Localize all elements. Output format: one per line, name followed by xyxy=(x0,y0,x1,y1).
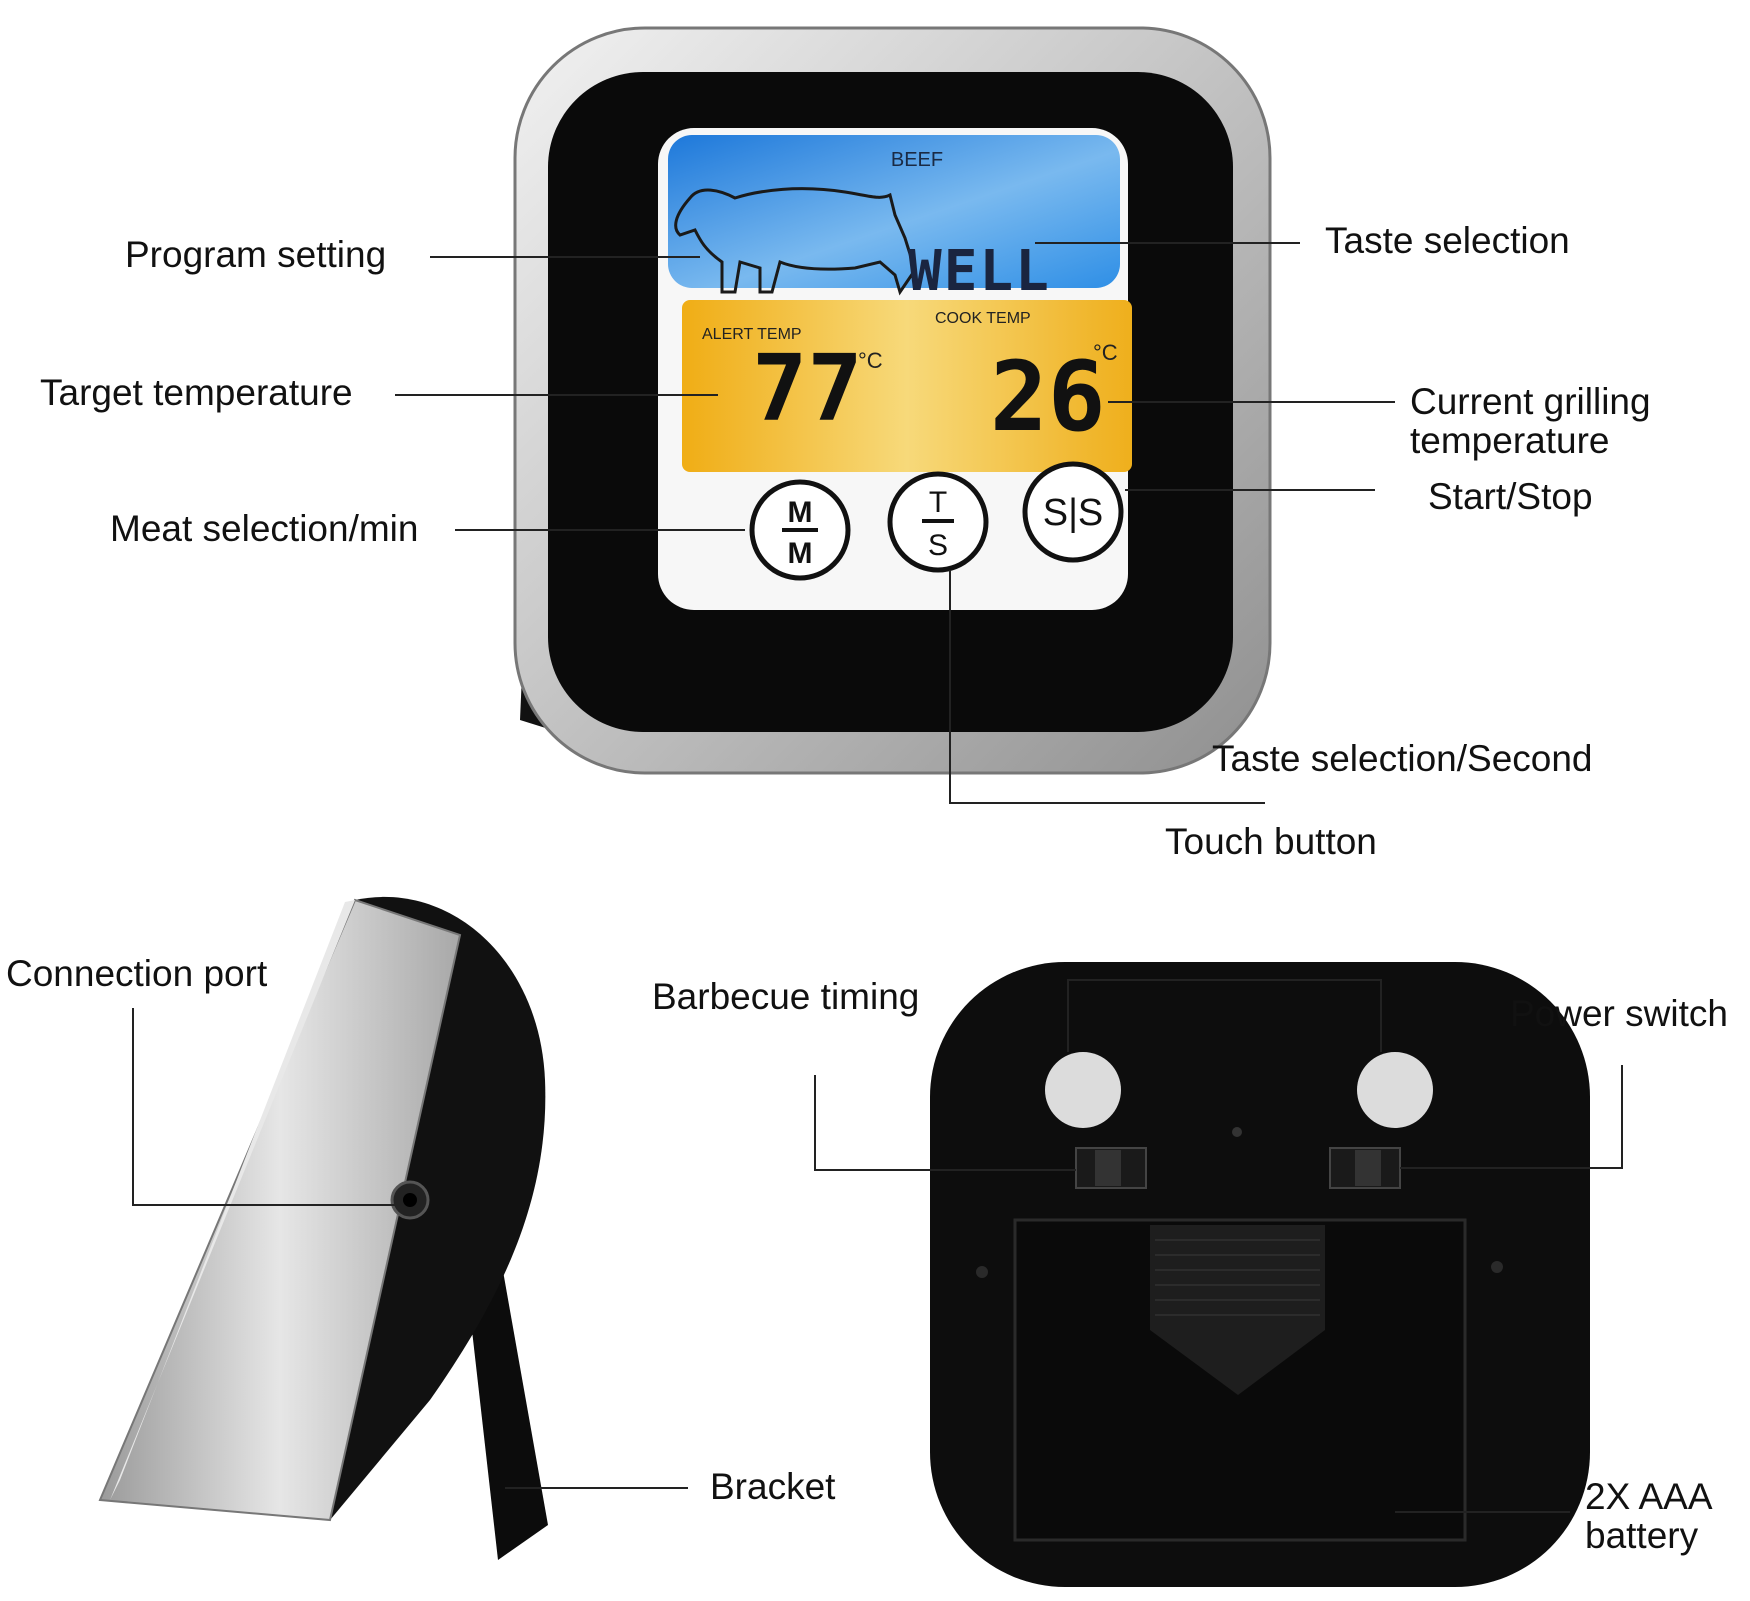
front-view: BEEF WELL ALERT TEMP COOK TEMP 77 °C 26 … xyxy=(513,26,1272,775)
callout-taste-selection-second: Taste selection/Second xyxy=(1212,738,1593,779)
side-face xyxy=(98,898,462,1522)
callout-barbecue-timing: Barbecue timing xyxy=(652,976,920,1017)
mm-button-bottom: M xyxy=(788,537,813,570)
callout-target-temperature: Target temperature xyxy=(40,372,353,413)
lcd-meat-name: BEEF xyxy=(891,149,943,171)
ts-button-bottom: S xyxy=(928,529,948,562)
cow-icon xyxy=(674,187,917,296)
lcd-alert-label: ALERT TEMP xyxy=(702,326,802,343)
side-view xyxy=(98,896,548,1560)
callout-start-stop: Start/Stop xyxy=(1428,476,1593,517)
callout-current-grilling-temperature: Current grilling temperature xyxy=(1410,381,1651,461)
ss-button-label: S|S xyxy=(1043,492,1104,534)
callout-taste-selection: Taste selection xyxy=(1325,220,1570,261)
callout-connection-port: Connection port xyxy=(6,953,268,994)
lcd-taste: WELL xyxy=(908,239,1051,304)
back-leaders xyxy=(814,979,1623,1513)
callout-power-switch: Power switch xyxy=(1510,993,1728,1034)
back-foot-left xyxy=(1045,1052,1121,1128)
callout-bracket: Bracket xyxy=(710,1466,836,1507)
lcd-amber-area xyxy=(682,300,1132,472)
back-foot-right xyxy=(1357,1052,1433,1128)
lcd-cook-unit: °C xyxy=(1093,340,1118,365)
front-leaders xyxy=(395,242,1395,804)
callout-touch-button: Touch button xyxy=(1165,821,1377,862)
callout-meat-selection-min: Meat selection/min xyxy=(110,508,419,549)
callout-program-setting: Program setting xyxy=(125,234,387,275)
back-view xyxy=(930,962,1590,1587)
lcd-alert-unit: °C xyxy=(858,348,883,373)
side-leaders xyxy=(132,1008,688,1489)
mm-button[interactable]: M M xyxy=(749,479,851,581)
lcd-cook-label: COOK TEMP xyxy=(935,310,1031,327)
battery-cover-latch xyxy=(1150,1225,1325,1395)
mm-button-top: M xyxy=(788,496,813,529)
lcd-alert-value: 77 xyxy=(752,335,863,442)
callout-battery: 2X AAA battery xyxy=(1585,1476,1711,1556)
ts-button-top: T xyxy=(929,486,947,519)
lcd-cook-value: 26 xyxy=(990,341,1106,453)
ss-button[interactable]: S|S xyxy=(1022,461,1124,563)
ts-button[interactable]: T S xyxy=(887,471,989,573)
